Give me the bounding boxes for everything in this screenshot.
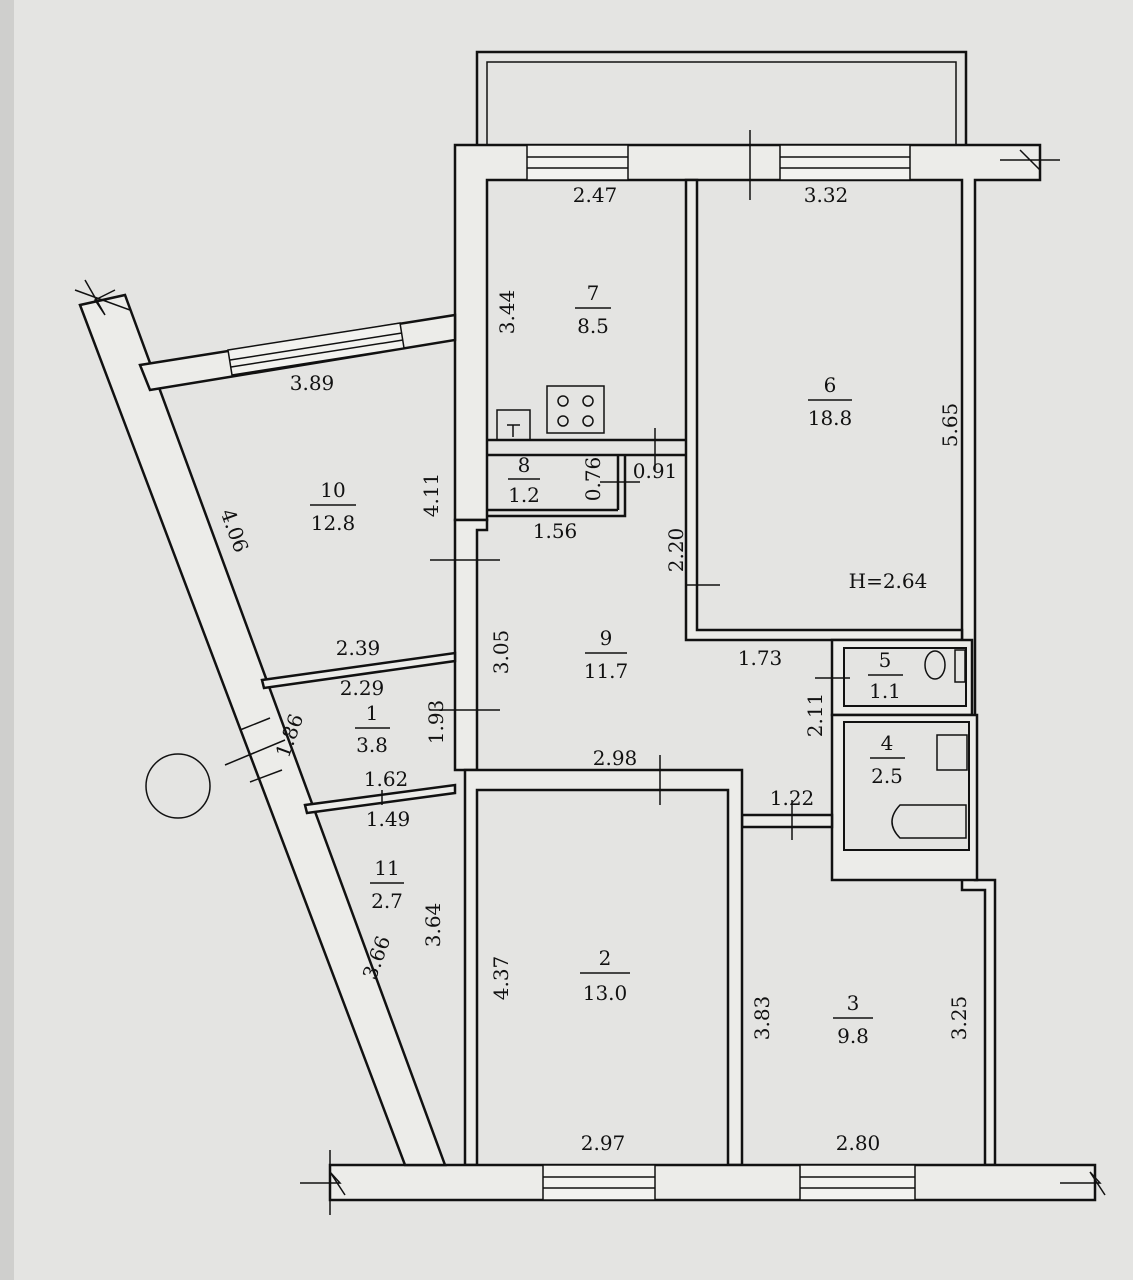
svg-text:7: 7 xyxy=(587,281,600,305)
dimension: 1.22 xyxy=(770,786,815,810)
svg-text:12.8: 12.8 xyxy=(311,511,356,535)
dimension-labels: 2.47 3.32 3.44 5.65 3.89 4.06 4.11 0.76 … xyxy=(216,183,971,1155)
window xyxy=(526,144,629,181)
corridor-left-wall xyxy=(453,518,489,772)
balcony xyxy=(475,50,968,145)
svg-text:11.7: 11.7 xyxy=(584,659,629,683)
bathtub-icon xyxy=(891,804,967,839)
svg-text:5: 5 xyxy=(879,648,892,672)
dimension: H=2.64 xyxy=(849,569,928,593)
dimension: 0.76 xyxy=(581,457,605,502)
room-3-label: 39.8 xyxy=(833,991,873,1048)
dimension: 0.91 xyxy=(633,459,678,483)
dimension: 2.39 xyxy=(336,636,381,660)
dimension: 3.32 xyxy=(804,183,849,207)
dimension: 2.20 xyxy=(664,528,688,573)
svg-text:6: 6 xyxy=(824,373,837,397)
toilet-room xyxy=(830,638,974,717)
svg-text:3.8: 3.8 xyxy=(356,733,388,757)
dimension: 4.11 xyxy=(419,473,443,518)
window xyxy=(779,144,911,181)
room-4-label: 42.5 xyxy=(870,731,905,788)
svg-text:1.2: 1.2 xyxy=(508,483,540,507)
bottom-exterior-wall xyxy=(300,1150,1106,1215)
svg-text:8: 8 xyxy=(518,453,531,477)
dimension: 3.64 xyxy=(421,903,445,948)
dimension: 3.89 xyxy=(290,371,335,395)
dimension: 1.93 xyxy=(424,700,448,745)
room3-top-wall xyxy=(740,813,834,829)
svg-text:2: 2 xyxy=(599,946,612,970)
dimension: 2.98 xyxy=(593,746,638,770)
dimension: 1.62 xyxy=(364,767,409,791)
room-5-label: 51.1 xyxy=(868,648,903,703)
dimension: 3.44 xyxy=(495,290,519,335)
dimension: 4.37 xyxy=(489,956,513,1001)
room-10-label: 10 12.8 xyxy=(310,478,356,535)
dimension: 3.25 xyxy=(947,996,971,1041)
room-7-label: 78.5 xyxy=(575,281,611,338)
room10-top-wall xyxy=(138,313,457,392)
dimension: 2.97 xyxy=(581,1131,626,1155)
sink-icon xyxy=(936,734,968,771)
room1-bottom-wall xyxy=(303,783,457,815)
svg-text:18.8: 18.8 xyxy=(808,406,853,430)
svg-text:2.5: 2.5 xyxy=(871,764,903,788)
slanted-exterior-wall xyxy=(74,279,447,1167)
dimension: 3.83 xyxy=(750,996,774,1041)
room-8-label: 81.2 xyxy=(508,453,540,507)
marker-circle[interactable] xyxy=(145,753,211,819)
room-2-label: 213.0 xyxy=(580,946,630,1005)
svg-text:11: 11 xyxy=(374,856,399,880)
dimension: 5.65 xyxy=(938,403,962,448)
closet-walls xyxy=(487,438,686,518)
sink-icon xyxy=(496,409,531,441)
svg-text:9: 9 xyxy=(600,626,613,650)
dimension: 1.49 xyxy=(366,807,411,831)
svg-text:13.0: 13.0 xyxy=(583,981,628,1005)
room-1-label: 13.8 xyxy=(355,701,390,757)
svg-text:2.7: 2.7 xyxy=(371,889,403,913)
dimension: 2.29 xyxy=(340,676,385,700)
dimension: 1.73 xyxy=(738,646,783,670)
room6-wall xyxy=(684,178,964,642)
dimension: 2.11 xyxy=(803,693,827,738)
room-labels: 13.8 213.0 39.8 42.5 51.1 618.8 78.5 81.… xyxy=(310,281,905,1048)
svg-text:9.8: 9.8 xyxy=(837,1024,869,1048)
svg-text:1.1: 1.1 xyxy=(869,679,901,703)
svg-text:3: 3 xyxy=(847,991,860,1015)
dimension: 2.47 xyxy=(573,183,618,207)
stove-icon xyxy=(546,385,605,434)
room-6-label: 618.8 xyxy=(808,373,853,430)
svg-text:10: 10 xyxy=(320,478,345,502)
dimension: 1.56 xyxy=(533,519,578,543)
room-9-label: 911.7 xyxy=(584,626,629,683)
page-edge xyxy=(0,0,14,1280)
dimension: 3.05 xyxy=(489,630,513,675)
svg-text:4: 4 xyxy=(881,731,894,755)
toilet-icon xyxy=(924,650,946,680)
bathroom xyxy=(830,713,979,882)
svg-text:8.5: 8.5 xyxy=(577,314,609,338)
room1-top-wall xyxy=(260,651,457,690)
svg-text:1: 1 xyxy=(366,701,379,725)
dimension: 2.80 xyxy=(836,1131,881,1155)
room-11-label: 112.7 xyxy=(370,856,404,913)
